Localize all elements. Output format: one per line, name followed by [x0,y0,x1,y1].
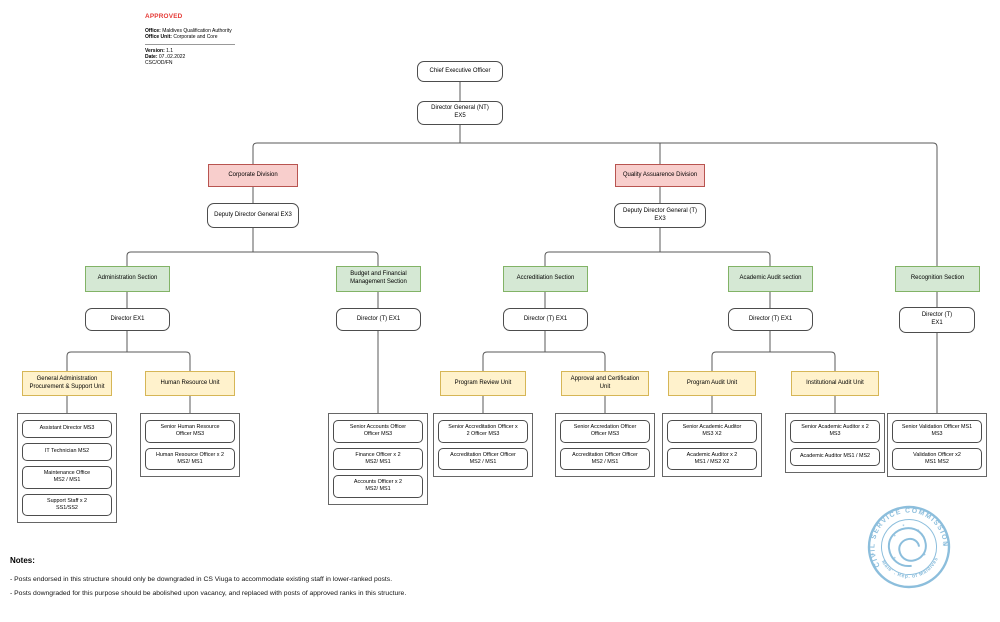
date-value: 07..02.2022 [158,53,186,60]
svg-text:✶: ✶ [923,553,927,557]
node-director-accreditation: Director (T) EX1 [503,308,588,331]
post-item: Senior Accounts Officer Officer MS3 [333,420,423,443]
node-approval-certification-unit: Approval and Certification Unit [561,371,649,396]
node-budget-section: Budget and Financial Management Section [336,266,421,292]
approval-header: APPROVED Office: Maldives Qualification … [145,13,235,67]
post-item: Senior Accreditation Officer x 2 Officer… [438,420,528,443]
node-program-audit-unit: Program Audit Unit [668,371,756,396]
post-item: Accreditation Officer Officer MS2 / MS1 [560,447,650,471]
office-unit-label: Office Unit: [145,34,172,41]
node-human-resource-unit: Human Resource Unit [145,371,235,396]
node-quality-assurance-division: Quality Assuarence Division [615,164,705,187]
posts-budget: Senior Accounts Officer Officer MS3 Fina… [328,413,428,505]
node-ceo: Chief Executive Officer [417,61,503,82]
node-accreditation-section: Accreditiation Section [503,266,588,292]
node-deputy-director-general-corporate: Deputy Director General EX3 [207,203,299,228]
civil-service-commission-seal-icon: CIVIL SERVICE COMMISSION Male' . Rep. of… [864,502,951,589]
post-item: Human Resource Officer x 2 MS2/ MS1 [145,447,235,471]
posts-institutional-audit: Senior Academic Auditor x 2 MS3 Academic… [785,413,885,473]
post-item: Senior Academic Auditor x 2 MS3 [790,420,880,443]
posts-recognition: Senior Validation Officer MS1 MS3 Valida… [887,413,987,478]
node-general-administration-unit: General Administration Procurement & Sup… [22,371,112,396]
office-value: Maldives Qualification Authority [162,28,232,35]
date-label: Date: [145,53,158,60]
svg-text:✶: ✶ [870,552,875,559]
date-line: Date: 07..02.2022 [145,54,235,60]
notes-title: Notes: [10,556,35,565]
node-deputy-director-general-quality: Deputy Director General (T) EX3 [614,203,706,228]
post-item: Support Staff x 2 SS1/SS2 [22,493,112,517]
node-administration-section: Administration Section [85,266,170,292]
svg-text:✶: ✶ [942,542,947,549]
version-label: Version: [145,47,165,54]
svg-text:✶: ✶ [893,534,897,538]
office-line: Office: Maldives Qualification Authority [145,28,235,34]
post-item: Senior Academic Auditor MS3 X2 [667,420,757,443]
posts-program-review: Senior Accreditation Officer x 2 Officer… [433,413,533,478]
node-director-recognition: Director (T) EX1 [899,307,975,333]
approved-status: APPROVED [145,13,183,20]
node-program-review-unit: Program Review Unit [440,371,526,396]
post-item: Maintenance Office MS2 / MS1 [22,466,112,489]
node-director-admin: Director EX1 [85,308,170,331]
version-value: 1.1 [166,47,174,54]
svg-text:✶: ✶ [902,523,906,527]
svg-text:✶: ✶ [893,556,897,560]
node-corporate-division: Corporate Division [208,164,298,187]
seal-stars-icon: ✶ ✶ ✶ ✶ ✶ ✶ ✶ [870,523,947,560]
post-item: Accreditation Officer Officer MS2 / MS1 [438,447,528,471]
post-item: Finance Officer x 2 MS2/ MS1 [333,447,423,471]
node-director-budget: Director (T) EX1 [336,308,421,331]
post-item: IT Technician MS2 [22,443,112,461]
office-unit-value: Corporate and Core [173,34,218,41]
post-item: Academic Auditor x 2 MS1 / MS2 X2 [667,447,757,471]
post-item: Validation Officer x2 MS1 MS2 [892,447,982,471]
posts-approval-certification: Senior Accredation Officer Officer MS3 A… [555,413,655,478]
nautilus-spiral-icon [887,527,927,568]
reference-code: CSC/OD/FN [145,60,173,67]
node-director-general: Director General (NT) EX5 [417,101,503,125]
posts-general-administration: Assistant Director MS3 IT Technician MS2… [17,413,117,524]
node-director-academic-audit: Director (T) EX1 [728,308,813,331]
note-item: - Posts endorsed in this structure shoul… [10,576,393,583]
header-divider [145,43,235,45]
posts-human-resource: Senior Human Resource Officer MS3 Human … [140,413,240,478]
post-item: Senior Human Resource Officer MS3 [145,420,235,443]
office-unit-line: Office Unit: Corporate and Core [145,34,235,40]
node-institutional-audit-unit: Institutional Audit Unit [791,371,879,396]
office-label: Office: [145,28,161,35]
post-item: Accounts Officer x 2 MS2/ MS1 [333,475,423,498]
posts-program-audit: Senior Academic Auditor MS3 X2 Academic … [662,413,762,478]
post-item: Assistant Director MS3 [22,420,112,438]
notes: Notes: - Posts endorsed in this structur… [10,556,406,604]
node-academic-audit-section: Academic Audit section [728,266,813,292]
post-item: Senior Validation Officer MS1 MS3 [892,420,982,443]
post-item: Academic Auditor MS1 / MS2 [790,447,880,466]
node-recognition-section: Recognition Section [895,266,980,292]
note-item: - Posts downgraded for this purpose shou… [10,590,407,597]
svg-text:✶: ✶ [917,528,921,532]
post-item: Senior Accredation Officer Officer MS3 [560,420,650,443]
version-line: Version: 1.1 [145,48,235,54]
